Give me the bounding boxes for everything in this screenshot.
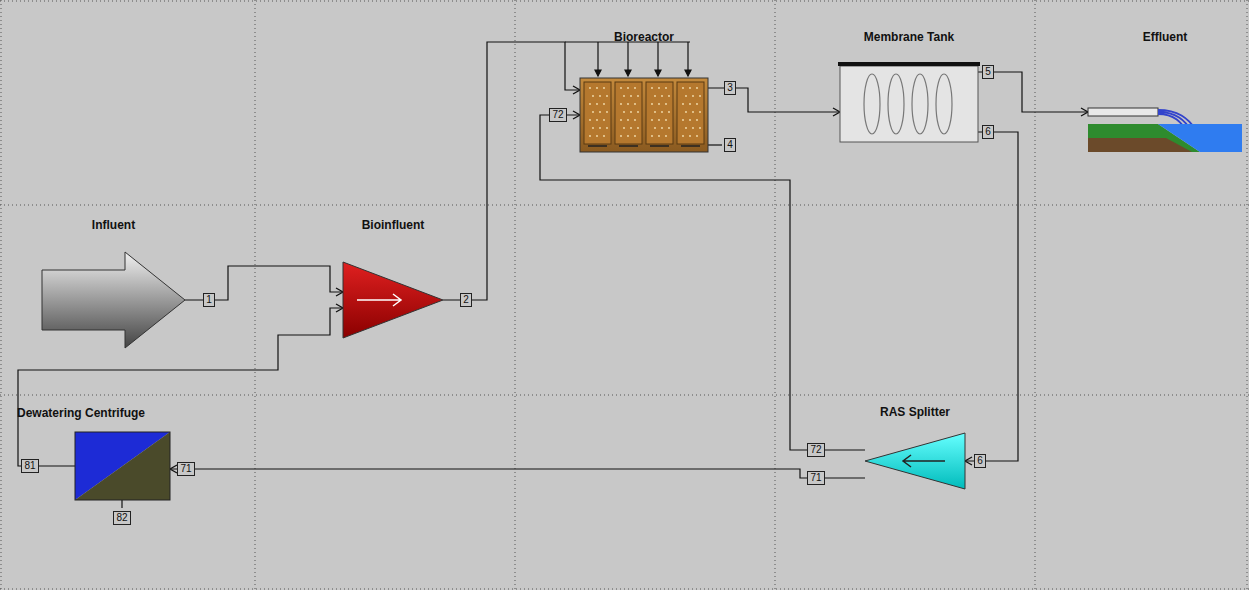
unit-title: RAS Splitter <box>880 405 950 419</box>
unit-icon <box>1088 100 1242 152</box>
unit-title: Bioreactor <box>614 30 674 44</box>
stream-number: 5 <box>982 65 994 79</box>
unit-process: RAS Splitter <box>865 433 965 489</box>
stream-line <box>170 469 865 478</box>
unit-icon <box>75 432 170 500</box>
unit-process: Bioinfluent <box>343 262 443 338</box>
stream-line <box>443 42 580 300</box>
unit-title: Dewatering Centrifuge <box>17 406 145 420</box>
stream-number: 6 <box>974 454 986 468</box>
stream-line <box>540 115 865 450</box>
unit-icon <box>343 262 443 338</box>
stream-number: 71 <box>807 471 824 485</box>
unit-process: Influent <box>42 252 185 348</box>
unit-process: Membrane Tank <box>840 62 978 142</box>
stream-line <box>18 308 343 466</box>
unit-title: Bioinfluent <box>362 218 425 232</box>
stream-number: 72 <box>807 443 824 457</box>
unit-title: Membrane Tank <box>864 30 954 44</box>
unit-icon <box>42 252 185 348</box>
stream-number: 3 <box>724 81 736 95</box>
stream-number: 2 <box>460 293 472 307</box>
unit-process: Dewatering Centrifuge <box>75 432 170 500</box>
stream-line <box>978 72 1088 112</box>
unit-process: Bioreactor <box>580 78 708 152</box>
stream-number: 72 <box>549 108 566 122</box>
stream-number: 4 <box>724 138 736 152</box>
unit-process: Effluent <box>1088 100 1242 152</box>
stream-line <box>965 132 1018 461</box>
stream-number: 1 <box>203 293 215 307</box>
stream-number: 71 <box>177 462 194 476</box>
stream-number: 82 <box>113 511 130 525</box>
unit-title: Effluent <box>1143 30 1188 44</box>
unit-title: Influent <box>92 218 135 232</box>
unit-icon <box>580 78 708 152</box>
stream-number: 81 <box>21 459 38 473</box>
unit-icon <box>840 62 978 142</box>
unit-icon <box>865 433 965 489</box>
stream-number: 6 <box>982 125 994 139</box>
